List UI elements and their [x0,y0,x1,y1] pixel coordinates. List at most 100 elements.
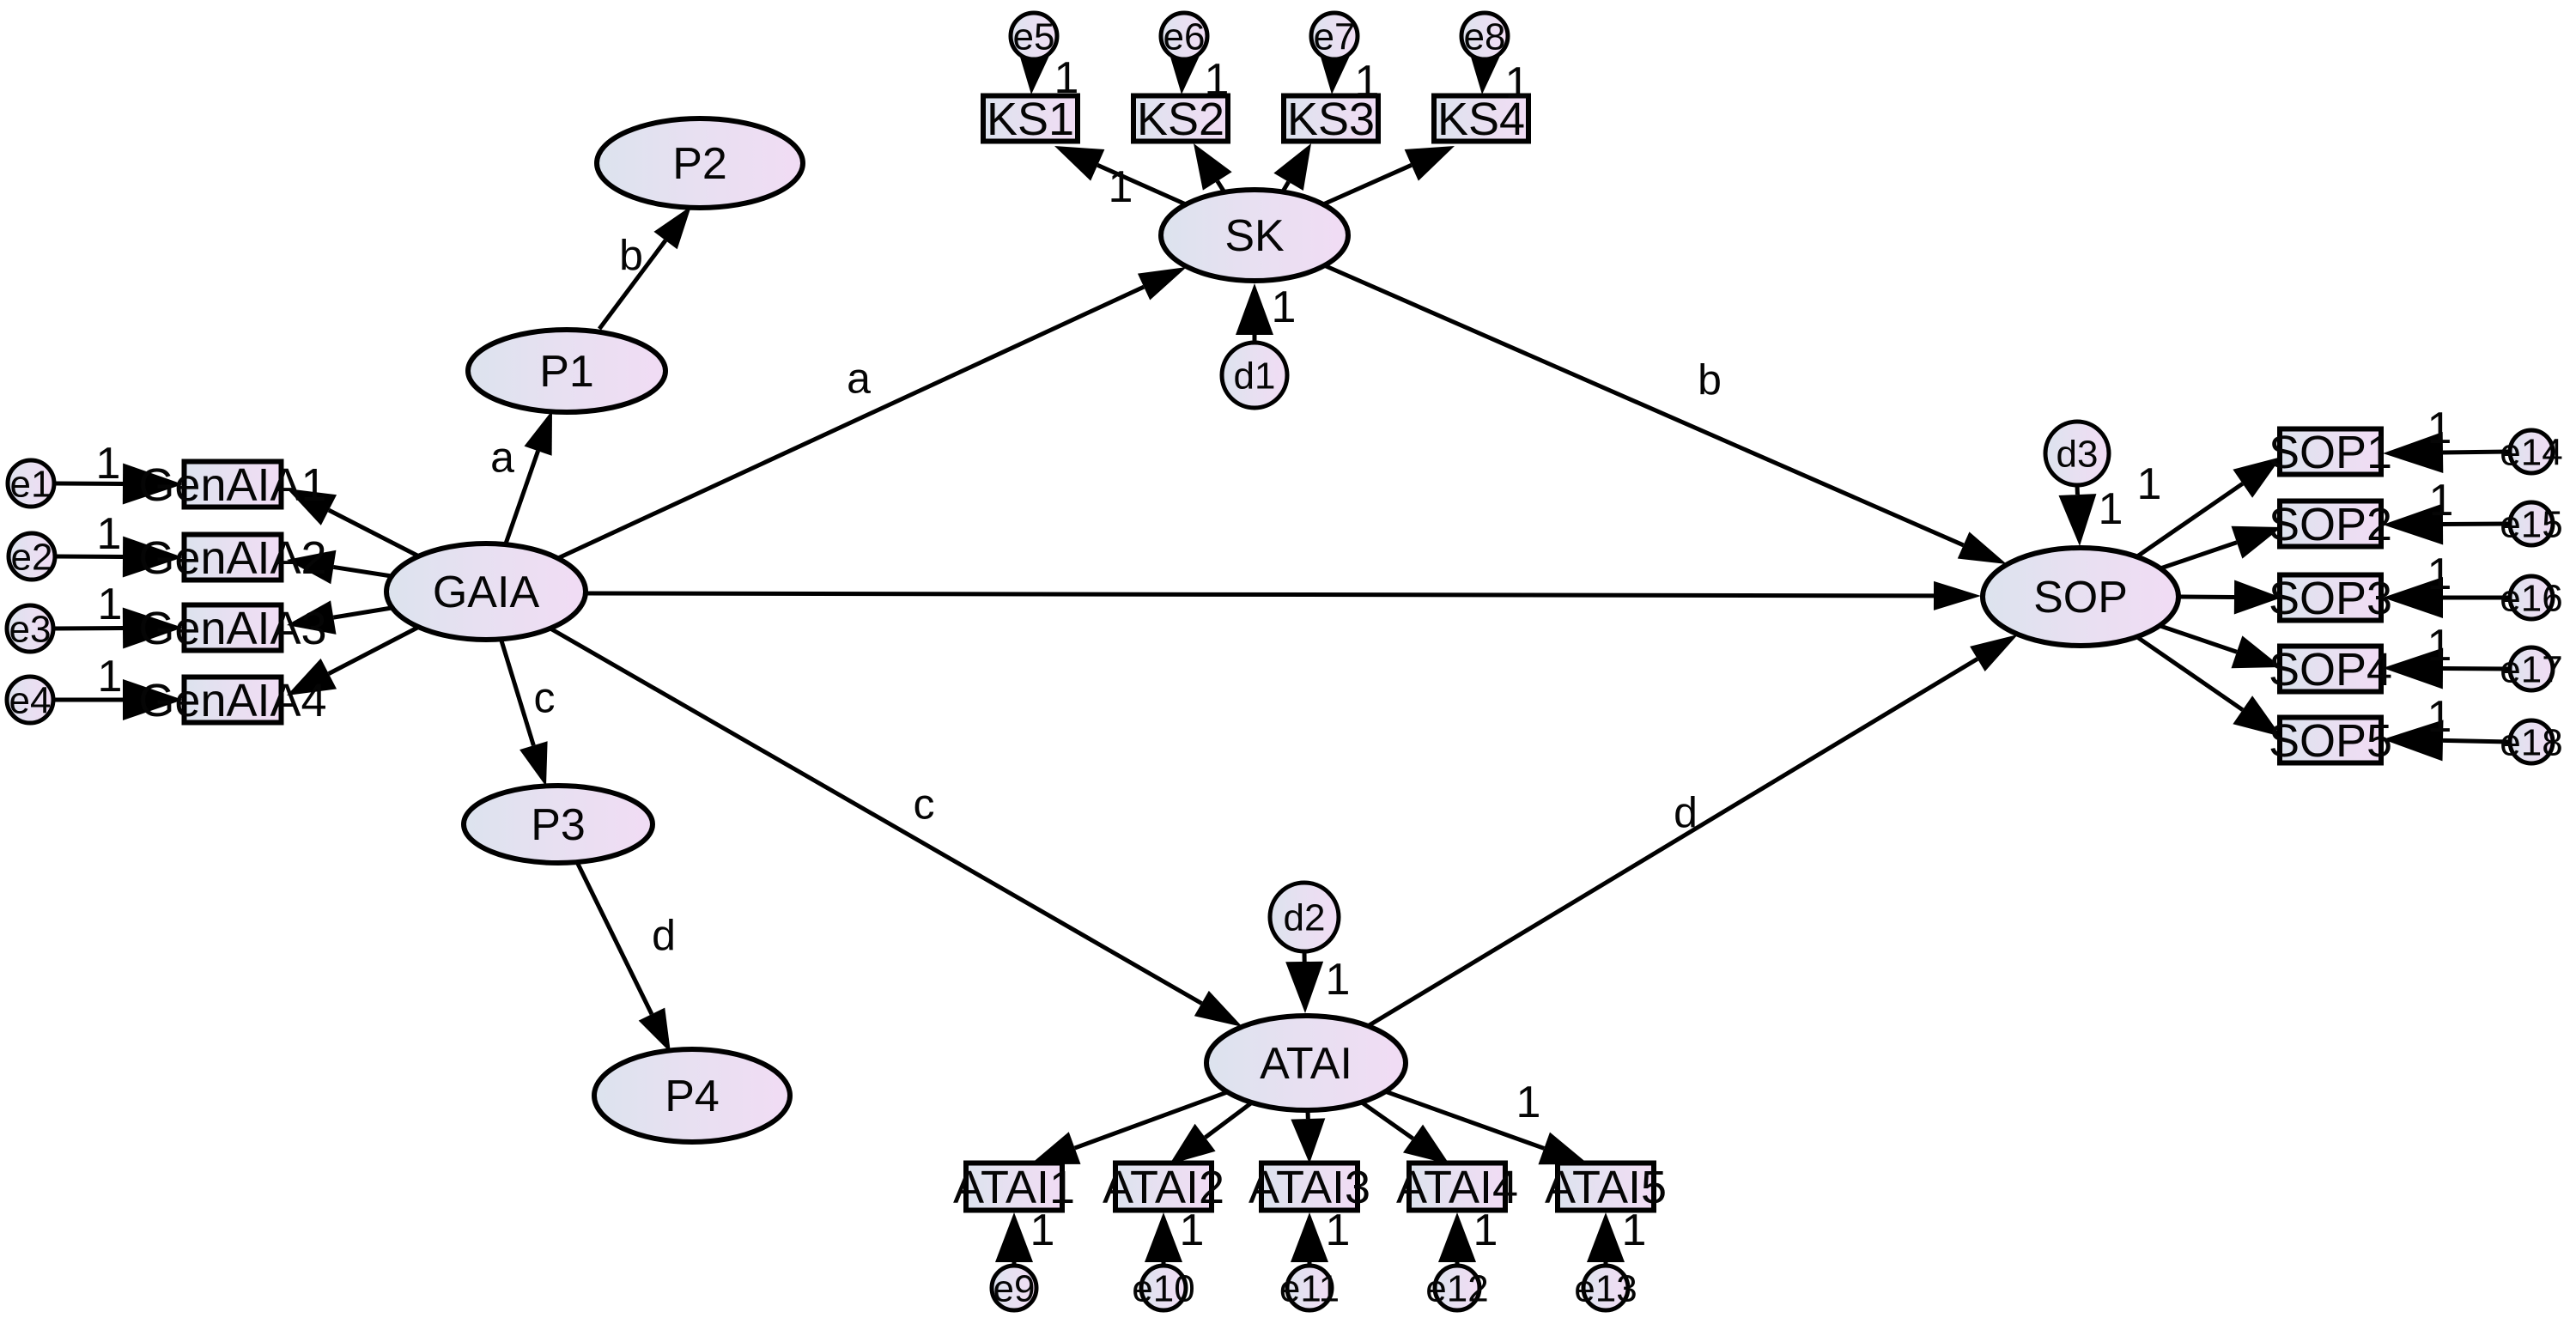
indicator-box-KS2 [1131,93,1230,144]
arrowhead-icon [122,536,183,578]
edge-e4-to-GenAIA4 [53,679,183,720]
indicator-box-SOP3 [2277,572,2384,623]
edge-ATAI-to-ATAI4 [1360,1100,1449,1164]
latent-ellipse-ATAI [1204,1013,1408,1113]
indicator-label-SOP4: SOP4 [2269,644,2392,695]
indicator-box-ATAI2 [1113,1160,1214,1213]
latent-label-GAIA: GAIA [433,568,540,617]
edge-P3-to-P4 [574,860,671,1053]
arrowhead-icon [1236,283,1273,335]
arrowhead-icon [287,550,337,585]
latent-ellipse-P2 [594,116,805,210]
edge-line [556,284,1145,561]
error-circle-e4 [4,674,56,726]
latent-ellipse-GAIA [384,541,588,642]
edge-line [502,450,540,547]
edge-line [327,507,421,559]
indicator-box-GenAIA4 [181,674,284,726]
error-label-e2: e2 [11,536,53,578]
edge-line [1321,163,1413,207]
indicator-box-ATAI1 [963,1160,1065,1213]
latent-ellipse-P3 [461,783,655,866]
error-label-e11: e11 [1279,1267,1340,1309]
error-label-e14: e14 [2500,431,2562,473]
edge-SK-to-SOP [1322,263,2007,564]
indicator-box-GenAIA2 [181,531,284,583]
error-circle-e17 [2507,645,2555,693]
latent-ellipse-P4 [592,1047,793,1145]
fix-d2-label: 1 [1326,955,1351,1005]
edge-line [2442,521,2511,527]
edge-line [574,860,654,1016]
arrowhead-icon [1957,531,2007,564]
arrowhead-icon [2383,432,2444,474]
path-d-p3-p4-label: d [652,912,676,960]
edge-line [1204,1101,1254,1139]
error-label-e1: e1 [10,463,52,505]
arrowhead-icon [1137,267,1187,301]
arrowhead-icon [2383,503,2444,545]
edge-SK-to-KS2 [1194,143,1232,194]
edge-d2-to-ATAI [1285,951,1324,1013]
edge-line [332,564,392,579]
error-circle-e18 [2507,718,2555,766]
edge-SOP-to-SOP5 [2136,635,2281,737]
indicator-label-KS3: KS3 [1287,94,1375,145]
edge-ATAI-to-ATAI5 [1384,1089,1589,1165]
indicator-box-GenAIA1 [181,459,284,510]
fix-e15-label: 1 [2429,476,2454,525]
error-label-d2: d2 [1284,896,1326,938]
indicator-label-KS4: KS4 [1437,94,1525,145]
indicator-label-GenAIA4: GenAIA4 [138,675,326,726]
indicator-box-KS3 [1281,93,1381,144]
fix-sop-sop1-label: 1 [2137,459,2162,509]
edge-e14-to-SOP1 [2383,432,2511,474]
latent-label-SOP: SOP [2033,573,2128,623]
arrowhead-icon [122,463,183,505]
path-d-atai-sop-label: d [1674,789,1698,837]
path-b-p1-p2-label: b [619,232,643,280]
fix-e5-label: 1 [1054,53,1079,103]
fix-e6-label: 1 [1205,55,1230,105]
edge-SOP-to-SOP2 [2160,525,2281,571]
fix-e4-label: 1 [98,652,123,702]
error-circle-e5 [1008,10,1060,62]
error-circle-e8 [1459,10,1510,62]
arrowhead-icon [1194,990,1242,1027]
indicator-box-SOP2 [2277,498,2384,550]
indicator-box-SOP4 [2277,643,2384,695]
latent-ellipse-SOP [1980,545,2181,648]
indicator-label-SOP3: SOP3 [2269,573,2392,624]
fix-e17-label: 1 [2427,621,2452,671]
latent-label-P1: P1 [539,347,594,397]
error-label-e18: e18 [2500,721,2562,763]
edge-e2-to-GenAIA2 [54,536,183,578]
indicator-label-SOP2: SOP2 [2269,499,2392,550]
fix-e8-label: 1 [1505,58,1530,108]
fix-e11-label: 1 [1326,1206,1351,1255]
arrowhead-icon [2383,647,2444,689]
fix-sk-ks1-label: 1 [1109,162,1133,212]
error-circle-e6 [1158,10,1210,62]
edge-SOP-to-SOP3 [2178,580,2281,615]
indicator-label-ATAI4: ATAI4 [1396,1162,1518,1213]
arrowhead-icon [2231,635,2281,669]
edge-SOP-to-SOP1 [2136,457,2281,559]
fix-e13-label: 1 [1622,1206,1647,1255]
indicator-label-GenAIA2: GenAIA2 [138,532,326,584]
arrowhead-icon [2058,494,2097,546]
arrowhead-icon [1970,635,2018,671]
edge-SK-to-KS3 [1273,143,1311,193]
error-circle-e14 [2507,428,2555,476]
path-b-sk-sop-label: b [1698,356,1722,404]
path-a-gaia-p1-label: a [490,434,514,482]
arrowhead-icon [1273,143,1311,191]
edge-line [498,637,536,746]
edge-GAIA-to-SK [556,267,1187,561]
fix-e2-label: 1 [97,509,122,559]
error-label-e12: e12 [1425,1267,1488,1309]
fix-e10-label: 1 [1180,1206,1205,1255]
error-circle-e10 [1139,1263,1188,1313]
arrowhead-icon [1402,1124,1449,1164]
edge-e13-to-ATAI5 [1587,1212,1625,1266]
